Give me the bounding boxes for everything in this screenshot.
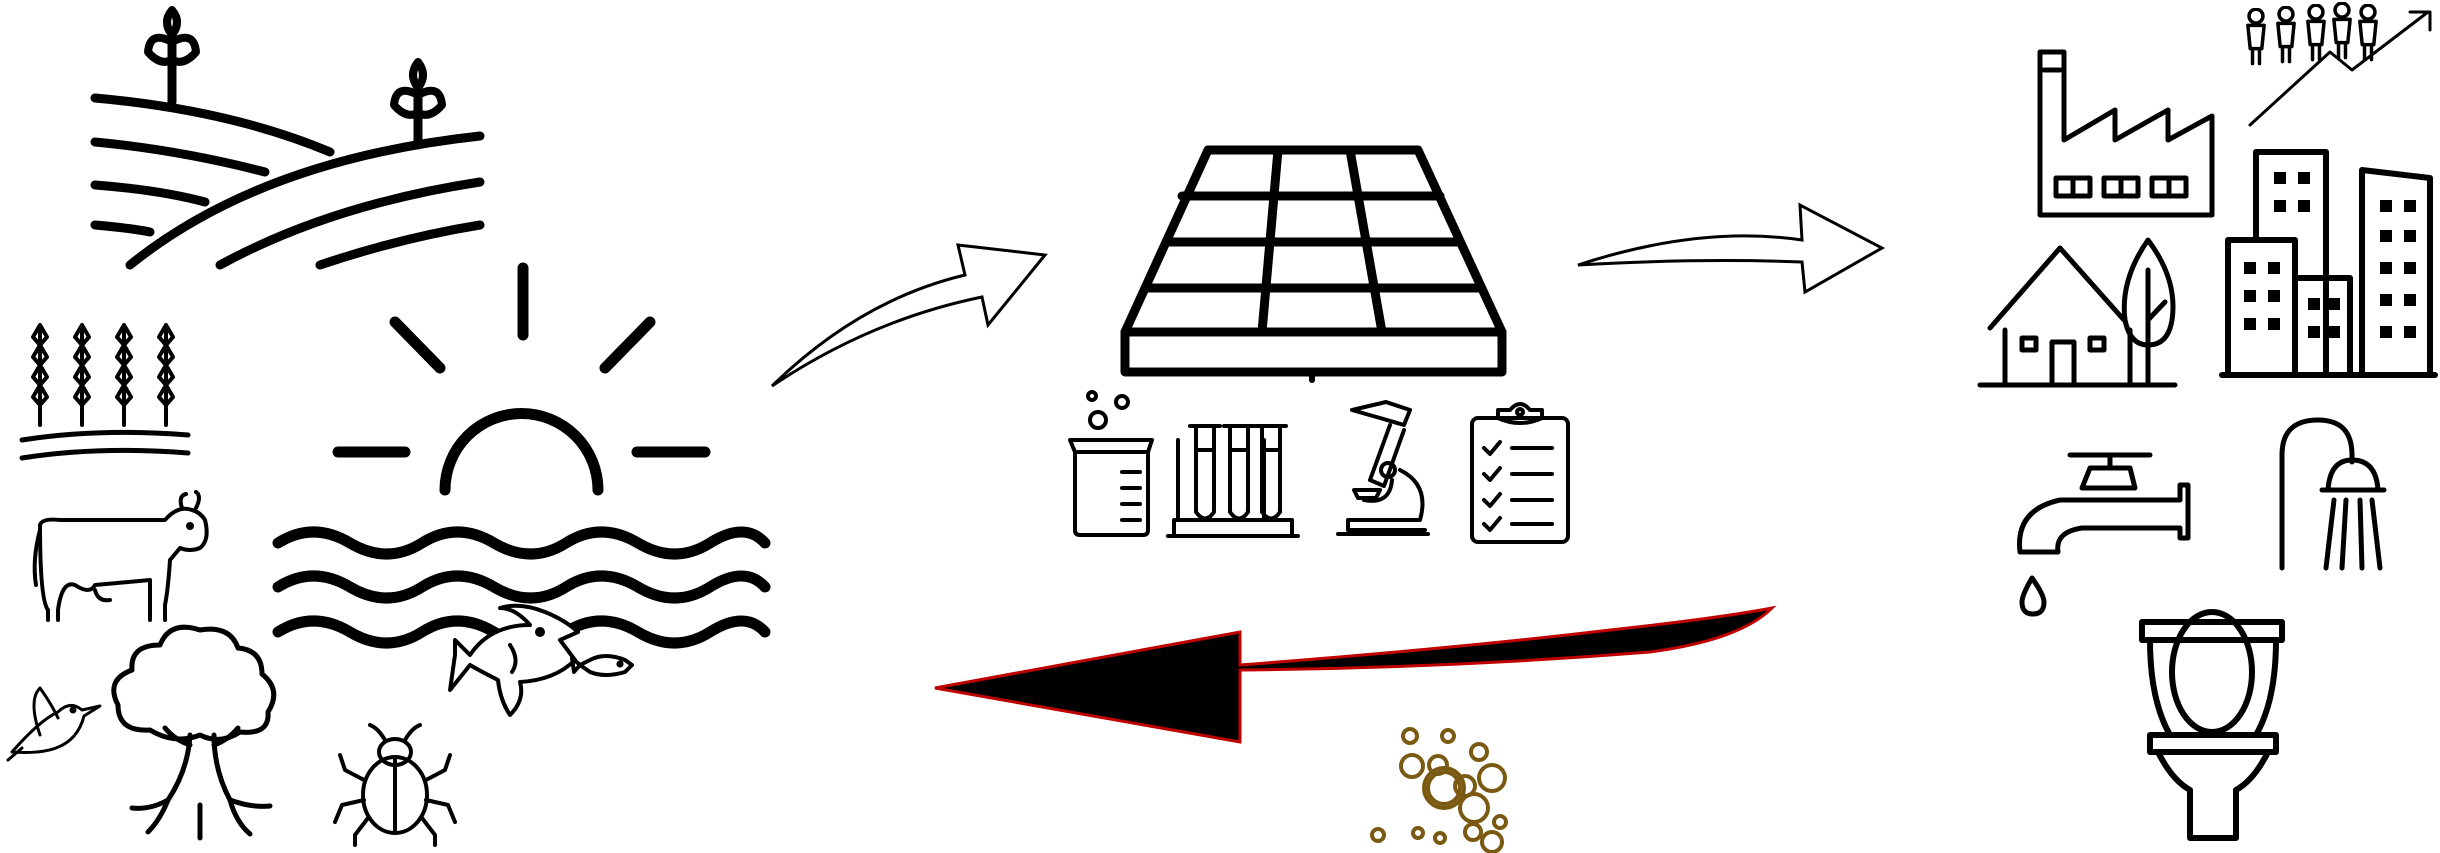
house-icon [1980,240,2175,385]
clipboard-checklist-icon [1472,404,1568,542]
pollutant-bubbles-icon [1372,729,1506,852]
wheat-icon [22,325,188,458]
factory-icon [2040,52,2212,215]
cow-icon [35,492,207,620]
flow-arrow-assessment-to-human-use [1578,205,1882,292]
city-buildings-icon [2222,152,2435,375]
return-flow-arrow-human-use-to-environment [935,608,1772,742]
test-tubes-icon [1168,426,1298,536]
environment-group [8,10,765,845]
assessment-group [1070,150,1568,542]
hummingbird-icon [8,688,100,760]
microscope-icon [1338,402,1428,534]
water-tap-icon [2020,455,2189,614]
toilet-icon [2142,612,2282,838]
flow-arrow-environment-to-assessment [772,245,1045,386]
population-growth-icon [2248,3,2430,125]
sunrise-over-water-icon [278,268,765,643]
beaker-icon [1070,392,1152,535]
human-use-group [1980,3,2435,838]
tree-icon [114,627,274,838]
solar-panel-icon [1125,150,1502,380]
shower-icon [2282,420,2384,568]
farmland-hills-icon [95,10,480,265]
beetle-icon [335,725,455,845]
